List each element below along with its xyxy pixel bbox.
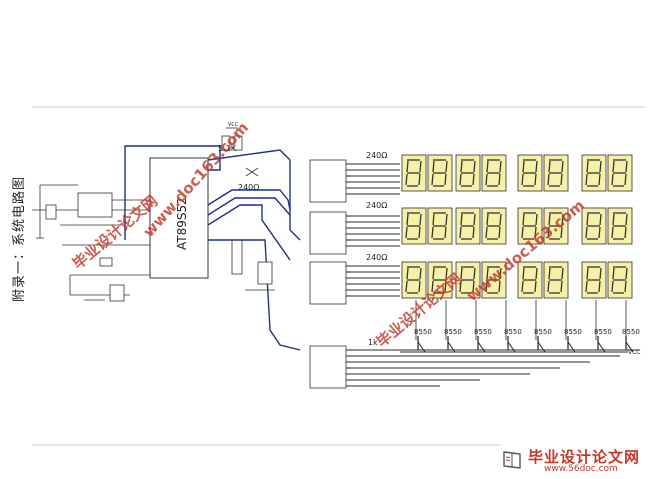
mcu-label: AT89S52: [175, 197, 189, 250]
seven-segment-display: [581, 261, 607, 299]
transistor-label: 8550: [534, 328, 552, 336]
bus-wire-3: [207, 197, 291, 216]
driver-ic-2: [309, 211, 347, 255]
seven-segment-display: [427, 261, 453, 299]
seven-segment-display: [481, 261, 507, 299]
resistor-label-r3: 240Ω: [366, 151, 387, 160]
bus-wire-2: [207, 189, 291, 211]
seven-segment-display: [455, 154, 481, 192]
seven-segment-display: [401, 154, 427, 192]
row-bus-1: [346, 163, 400, 195]
resistor-label-r6: 1k: [368, 338, 378, 347]
seven-segment-display: [401, 261, 427, 299]
seven-segment-display: [581, 154, 607, 192]
transistor-label: 8550: [444, 328, 462, 336]
bus-wire-5: [208, 239, 301, 351]
seven-segment-display: [481, 207, 507, 245]
seven-segment-display: [427, 154, 453, 192]
oscillator-block: [32, 184, 150, 302]
transistor-8550: 8550: [534, 328, 552, 353]
transistor-8550: 8550: [622, 328, 640, 353]
seven-segment-display: [517, 207, 543, 245]
bus-wire-4: [207, 204, 291, 261]
seven-segment-display: [607, 207, 633, 245]
row-bus-2: [346, 215, 400, 247]
transistor-label: 8550: [622, 328, 640, 336]
seven-segment-display: [543, 207, 569, 245]
seven-segment-display: [607, 154, 633, 192]
transistor-label: 8550: [594, 328, 612, 336]
brand-logo-icon: [503, 451, 521, 469]
transistor-label: 8550: [504, 328, 522, 336]
seven-segment-display: [581, 207, 607, 245]
transistor-label: 8550: [474, 328, 492, 336]
row-bus-3: [346, 265, 400, 297]
transistor-8550: 8550: [474, 328, 492, 353]
transistor-label: 8550: [414, 328, 432, 336]
brand-url: www.56doc.com: [544, 464, 618, 474]
seven-segment-display: [427, 207, 453, 245]
seven-segment-display: [543, 261, 569, 299]
bus-wire-6: [207, 149, 291, 161]
resistor-label-r2: 240Ω: [238, 183, 259, 192]
bus-wire-7: [289, 160, 301, 241]
transistor-8550: 8550: [594, 328, 612, 353]
bus-wire-1: [124, 145, 221, 240]
transistor-8550: 8550: [504, 328, 522, 353]
vcc-label: VCC: [628, 349, 640, 356]
seven-segment-display: [517, 261, 543, 299]
resistor-pack: [221, 127, 243, 151]
reset-circuit: [231, 167, 275, 291]
transistor-row: 8550 8550 8550 8550 8550 8550 8550 8550: [414, 328, 640, 353]
vcc-label-top: VCC: [228, 122, 239, 128]
resistor-label-r5: 240Ω: [366, 253, 387, 262]
transistor-8550: 8550: [564, 328, 582, 353]
driver-ic-4: [309, 345, 347, 389]
seven-segment-display: [543, 154, 569, 192]
seven-segment-display: [455, 261, 481, 299]
transistor-8550: 8550: [444, 328, 462, 353]
row-bus-4: [346, 349, 640, 387]
seven-segment-display: [517, 154, 543, 192]
transistor-label: 8550: [564, 328, 582, 336]
seven-segment-display: [607, 261, 633, 299]
transistor-8550: 8550: [414, 328, 432, 353]
seven-segment-display: [481, 154, 507, 192]
driver-ic-1: [309, 159, 347, 203]
display-array: [401, 154, 633, 299]
driver-ic-3: [309, 261, 347, 305]
resistor-label-r4: 240Ω: [366, 201, 387, 210]
seven-segment-display: [401, 207, 427, 245]
resistor-label-r1: 5.1K: [218, 144, 237, 153]
mcu-chip: AT89S52: [149, 157, 209, 279]
column-wires: [415, 300, 627, 340]
brand-name: 毕业设计论文网: [528, 448, 641, 466]
brand-logo: 毕业设计论文网 www.56doc.com: [500, 446, 650, 478]
seven-segment-display: [455, 207, 481, 245]
